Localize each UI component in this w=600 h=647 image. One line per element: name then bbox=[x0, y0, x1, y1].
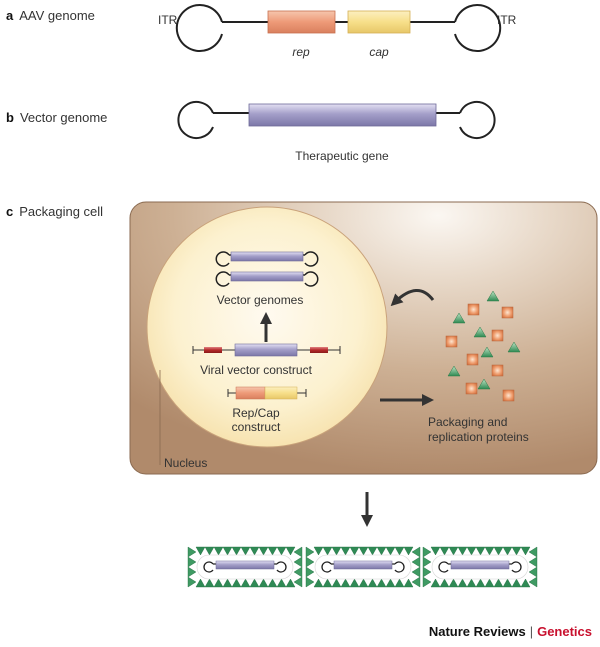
panel-c-title: Packaging cell bbox=[19, 204, 104, 219]
protein-triangle bbox=[452, 312, 466, 324]
cap-label: cap bbox=[369, 45, 389, 59]
rep-gene bbox=[267, 10, 336, 34]
protein-triangle bbox=[480, 346, 494, 358]
proteins-label-line1: Packaging and bbox=[428, 415, 507, 429]
protein-triangle bbox=[477, 378, 491, 390]
protein-square bbox=[466, 353, 479, 366]
cap-gene bbox=[347, 10, 411, 34]
vector-genomes-label: Vector genomes bbox=[217, 293, 304, 307]
virion-row bbox=[187, 546, 538, 588]
proteins-label-line2: replication proteins bbox=[428, 430, 529, 444]
itr-right-label: ITR bbox=[497, 13, 517, 27]
journal-name: Nature Reviews bbox=[428, 624, 526, 639]
nuclear-vector-genome-1 bbox=[215, 251, 319, 267]
protein-triangle bbox=[486, 290, 500, 302]
panel-b-label: b Vector genome bbox=[6, 110, 107, 125]
repcap-construct bbox=[227, 386, 307, 400]
packaging-cell: Nucleus Vector genomes Viral vector cons… bbox=[129, 201, 598, 475]
itr-right-loop bbox=[454, 4, 502, 52]
panel-a-letter: a bbox=[6, 8, 14, 23]
protein-triangle bbox=[507, 341, 521, 353]
rep-label: rep bbox=[292, 45, 310, 59]
nucleus-label: Nucleus bbox=[164, 456, 207, 470]
panel-c-label: c Packaging cell bbox=[6, 204, 103, 219]
panel-b-letter: b bbox=[6, 110, 14, 125]
repcap-label-line1: Rep/Cap bbox=[232, 406, 280, 420]
protein-triangle bbox=[447, 365, 461, 377]
panel-b-title: Vector genome bbox=[19, 110, 108, 125]
vector-genome: Therapeutic gene bbox=[177, 101, 496, 163]
viral-construct-label: Viral vector construct bbox=[200, 363, 312, 377]
protein-square bbox=[467, 303, 480, 316]
therapeutic-gene-bar bbox=[248, 103, 437, 127]
nuclear-vector-genome-2 bbox=[215, 271, 319, 287]
virion bbox=[422, 546, 538, 588]
protein-square bbox=[501, 306, 514, 319]
panel-a-title: AAV genome bbox=[19, 8, 95, 23]
vector-itr-left bbox=[177, 101, 214, 139]
panel-a-label: a AAV genome bbox=[6, 8, 95, 23]
itr-left-loop bbox=[175, 4, 223, 52]
panel-c-letter: c bbox=[6, 204, 14, 219]
therapeutic-gene-label: Therapeutic gene bbox=[295, 149, 389, 163]
vector-itr-right bbox=[459, 101, 496, 139]
protein-square bbox=[502, 389, 515, 402]
protein-square bbox=[465, 382, 478, 395]
viral-vector-construct bbox=[192, 343, 341, 357]
protein-square bbox=[491, 329, 504, 342]
aav-genome: ITR ITR rep cap bbox=[158, 4, 517, 59]
repcap-label-line2: construct bbox=[232, 420, 281, 434]
protein-square bbox=[445, 335, 458, 348]
protein-triangle bbox=[473, 326, 487, 338]
virion bbox=[305, 546, 421, 588]
footer-separator: | bbox=[529, 624, 534, 639]
import-arrow bbox=[390, 289, 435, 307]
journal-footer: Nature Reviews|Genetics bbox=[429, 624, 592, 639]
protein-cluster bbox=[445, 290, 521, 402]
journal-section: Genetics bbox=[537, 624, 592, 639]
virion bbox=[187, 546, 303, 588]
protein-square bbox=[491, 364, 504, 377]
itr-left-label: ITR bbox=[158, 13, 178, 27]
